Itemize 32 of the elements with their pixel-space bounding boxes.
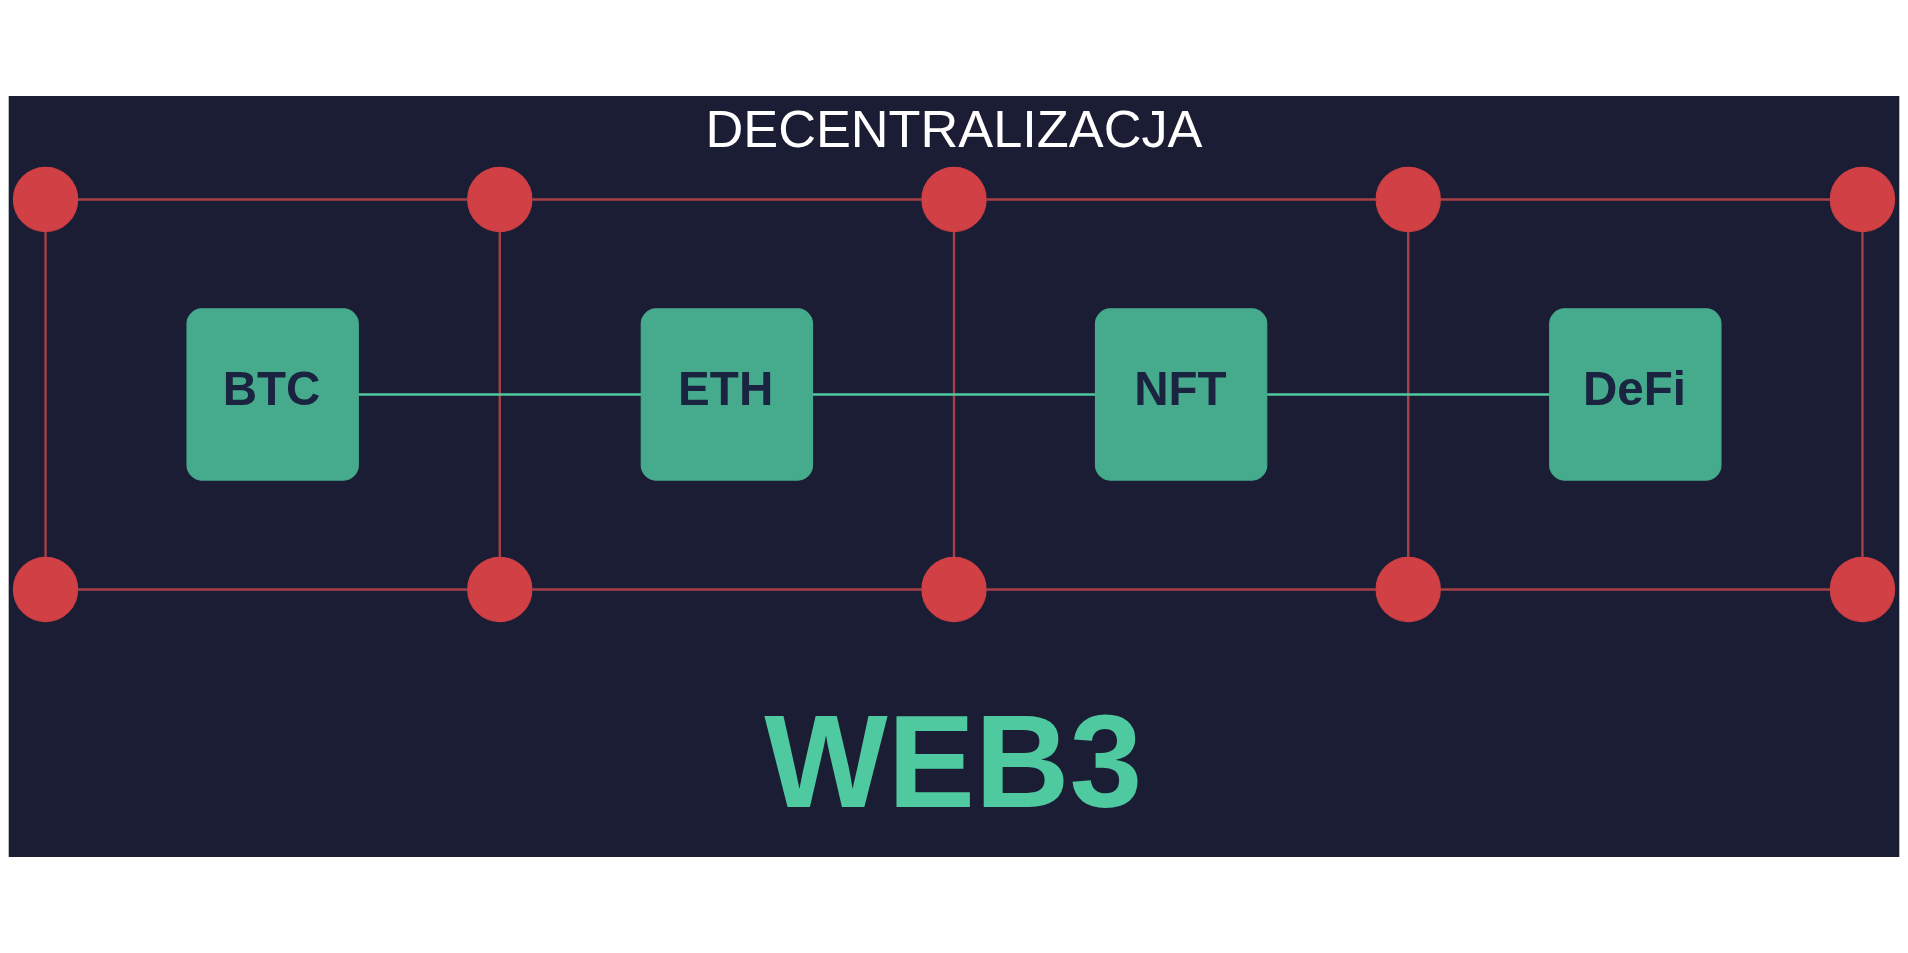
node-circle — [1375, 556, 1441, 623]
connector — [77, 588, 468, 591]
connector — [1407, 231, 1410, 558]
connector — [1267, 393, 1550, 396]
node-box: NFT — [1094, 308, 1268, 481]
node-circle — [921, 556, 987, 623]
connector — [532, 198, 922, 201]
connector — [1440, 588, 1831, 591]
connector — [77, 198, 468, 201]
node-circle — [1829, 556, 1896, 623]
node-circle — [12, 166, 79, 233]
node-circle — [921, 166, 987, 233]
connector — [532, 588, 922, 591]
connector — [1440, 198, 1831, 201]
node-box: ETH — [640, 308, 814, 481]
label: WEB3 — [764, 689, 1143, 836]
connector — [986, 588, 1377, 591]
node-circle — [1375, 166, 1441, 233]
connector — [498, 231, 501, 558]
connector — [952, 231, 956, 558]
node-box: DeFi — [1549, 308, 1722, 481]
connector — [44, 231, 47, 558]
connector — [1861, 231, 1864, 558]
connector — [986, 198, 1377, 201]
node-circle — [467, 166, 533, 233]
node-circle — [467, 556, 533, 623]
node-circle — [12, 556, 79, 623]
connector — [358, 393, 641, 396]
node-circle — [1829, 166, 1896, 233]
connector — [812, 393, 1096, 396]
diagram-title: DECENTRALIZACJA — [705, 100, 1203, 159]
node-box: BTC — [186, 308, 359, 481]
